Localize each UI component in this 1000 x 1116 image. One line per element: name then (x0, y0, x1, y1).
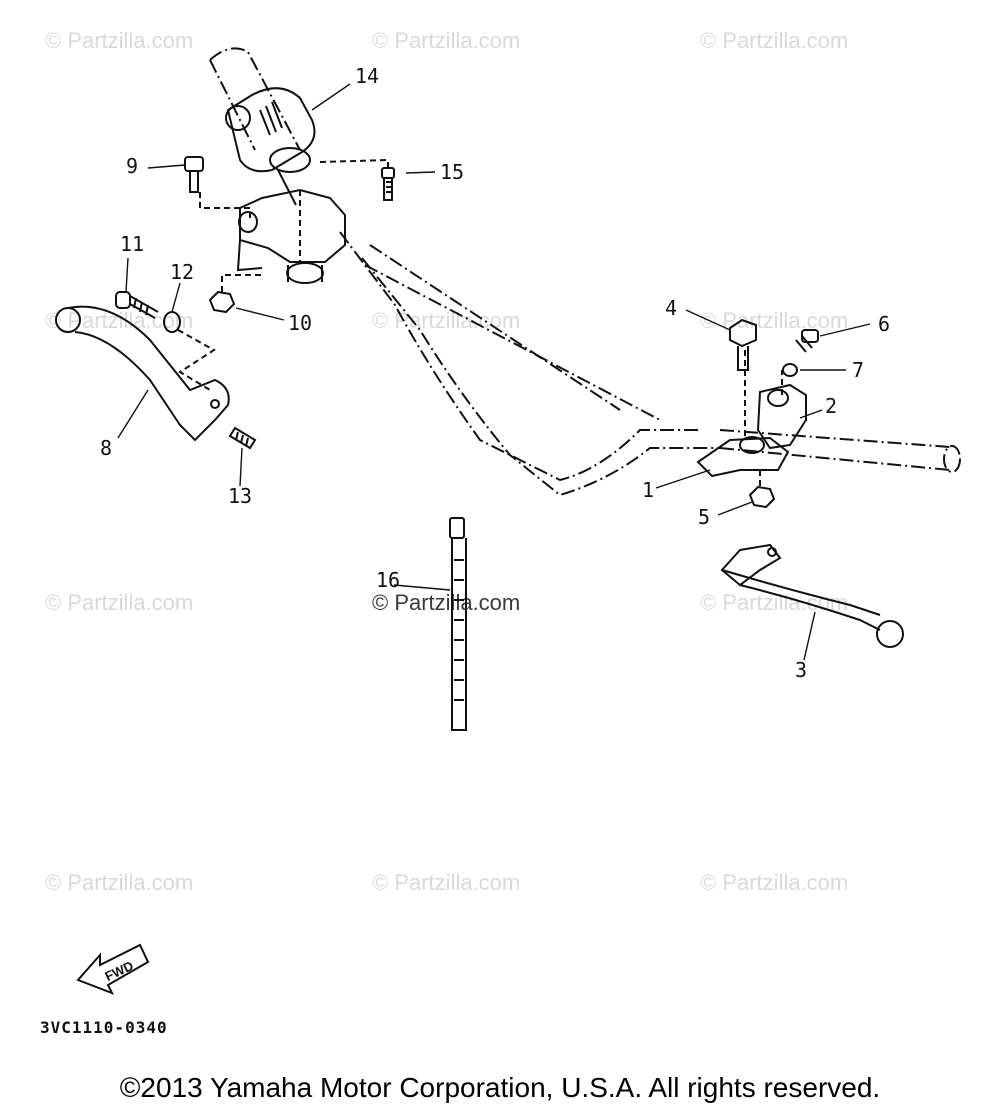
watermark: © Partzilla.com (372, 28, 521, 53)
watermark: © Partzilla.com (700, 870, 849, 895)
washer-7 (782, 363, 798, 377)
callout-11: 11 (120, 232, 145, 256)
callout-13: 13 (228, 484, 253, 508)
throttle-housing-14 (225, 87, 316, 206)
copyright-notice: ©2013 Yamaha Motor Corporation, U.S.A. A… (119, 1072, 881, 1103)
watermark: © Partzilla.com (372, 870, 521, 895)
watermark: © Partzilla.com (45, 870, 194, 895)
bolt-11 (115, 291, 159, 319)
callout-8: 8 (100, 436, 113, 460)
watermark: © Partzilla.com (45, 590, 194, 615)
bolt-9 (184, 156, 251, 218)
fwd-arrow (76, 943, 150, 995)
callout-2: 2 (825, 394, 838, 418)
clamp-2 (756, 370, 807, 450)
callout-15: 15 (440, 160, 465, 184)
watermark: © Partzilla.com (45, 28, 194, 53)
diagram-code: 3VC1110-0340 (40, 1018, 168, 1037)
watermark: © Partzilla.com (700, 28, 849, 53)
callout-1: 1 (642, 478, 655, 502)
cable-tie-16 (449, 517, 467, 731)
nut-5 (748, 485, 776, 509)
nut-12 (163, 311, 216, 391)
callout-7: 7 (852, 358, 865, 382)
callout-3: 3 (795, 658, 808, 682)
lever-3 (720, 543, 904, 648)
callout-6: 6 (878, 312, 891, 336)
bolt-4 (729, 318, 757, 371)
screw-6 (795, 329, 819, 353)
watermark: © Partzilla.com (700, 308, 849, 333)
handlebar (339, 231, 961, 497)
nut-10 (208, 274, 262, 314)
callout-5: 5 (698, 505, 711, 529)
screw-15 (319, 158, 395, 201)
perch-body (236, 188, 346, 284)
callout-10: 10 (288, 311, 313, 335)
throttle-tube (209, 47, 301, 151)
watermark: © Partzilla.com (372, 590, 521, 615)
leader-lines (117, 83, 871, 661)
bracket-1 (696, 350, 790, 488)
callout-12: 12 (170, 260, 195, 284)
screw-13 (228, 426, 257, 450)
callout-4: 4 (665, 296, 678, 320)
callout-16: 16 (376, 568, 401, 592)
callout-14: 14 (355, 64, 380, 88)
callout-9: 9 (126, 154, 139, 178)
lever-8 (55, 305, 230, 442)
